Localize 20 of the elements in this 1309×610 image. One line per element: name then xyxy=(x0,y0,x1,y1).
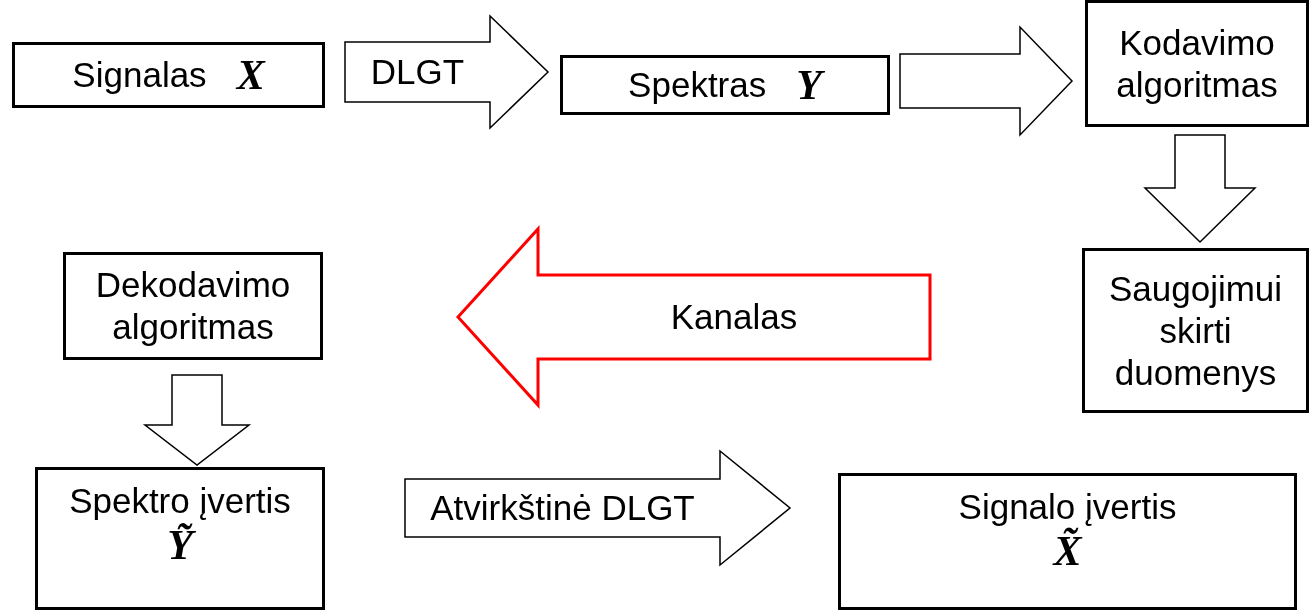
box-label: Spektro įvertis xyxy=(69,480,291,522)
block-arrow xyxy=(899,25,1074,137)
process-box xyxy=(35,467,325,610)
math-symbol: X xyxy=(236,51,265,99)
process-box xyxy=(1085,0,1309,127)
box-label: Signalo įvertis xyxy=(958,486,1177,527)
process-box xyxy=(1082,248,1309,413)
box-label: Spektras xyxy=(628,64,767,106)
math-symbol: X̃ xyxy=(1053,528,1082,575)
box-label: Dekodavimo algoritmas xyxy=(94,264,292,348)
block-arrow xyxy=(142,374,252,466)
box-label: Saugojimui skirti duomenys xyxy=(1107,267,1284,394)
process-box xyxy=(12,42,325,108)
block-arrow xyxy=(1143,134,1257,244)
box-label: Signalas xyxy=(72,54,207,96)
process-box xyxy=(63,252,323,360)
process-box xyxy=(560,55,890,115)
block-arrow xyxy=(455,225,932,409)
process-box xyxy=(838,473,1297,610)
box-label: Kodavimo algoritmas xyxy=(1115,21,1279,106)
